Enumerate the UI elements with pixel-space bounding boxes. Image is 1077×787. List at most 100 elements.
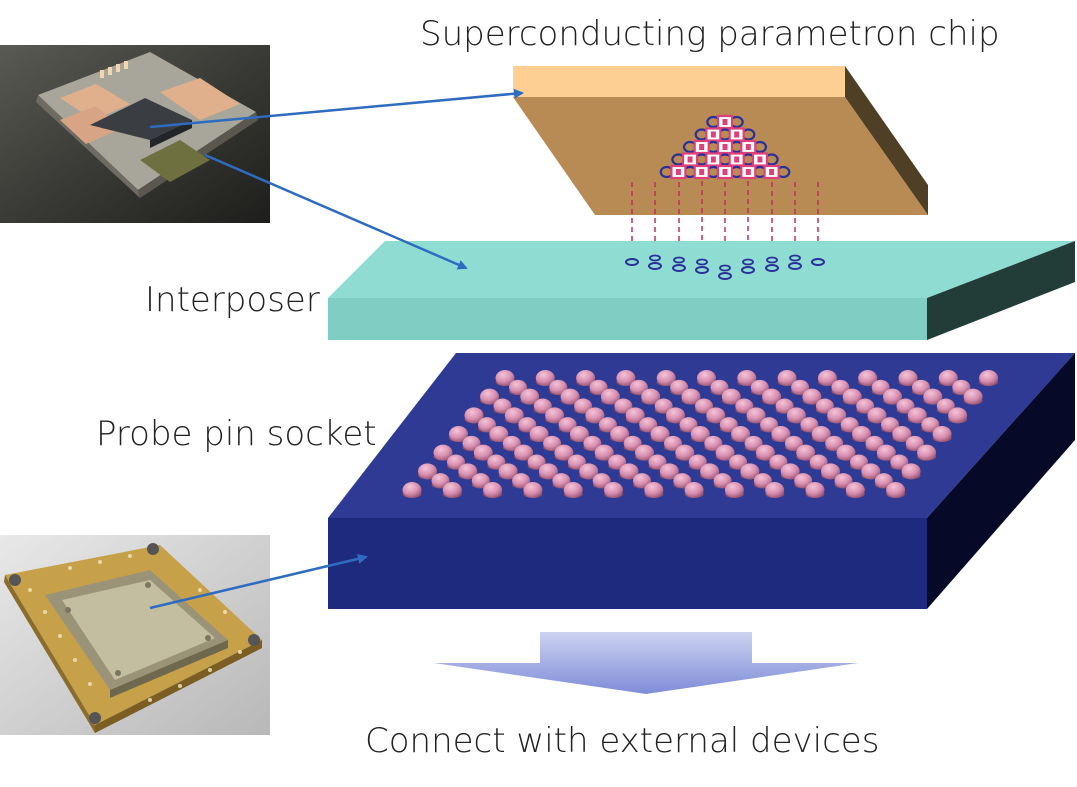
probe-pin bbox=[480, 388, 499, 405]
interposer-pad bbox=[696, 258, 708, 266]
probe-pin bbox=[719, 417, 738, 433]
probe-pin bbox=[700, 463, 720, 480]
parametron-cell-core bbox=[699, 144, 705, 150]
interposer-pad bbox=[673, 256, 685, 264]
probe-pin bbox=[589, 379, 608, 395]
probe-pin bbox=[489, 426, 509, 442]
arrow-to-socket bbox=[149, 553, 368, 610]
interposer-pad bbox=[648, 262, 662, 270]
probe-pin bbox=[535, 370, 555, 386]
parametron-cell-core bbox=[710, 156, 716, 163]
probe-pin bbox=[447, 454, 465, 470]
probe-pin bbox=[695, 398, 713, 414]
parametron-cell-core bbox=[745, 169, 751, 175]
probe-pin bbox=[569, 426, 589, 442]
arrow-to-chip bbox=[149, 88, 524, 129]
probe-pin bbox=[923, 388, 943, 405]
parametron-cell-core bbox=[734, 156, 740, 163]
probe-pin bbox=[560, 388, 580, 405]
probe-pin bbox=[471, 473, 490, 489]
probe-pin bbox=[656, 370, 676, 386]
probe-pin bbox=[836, 444, 856, 461]
probe-pin bbox=[710, 379, 729, 395]
probe-pin bbox=[713, 473, 732, 489]
probe-pin bbox=[538, 463, 558, 480]
probe-pin bbox=[512, 473, 531, 489]
probe-pin bbox=[574, 398, 593, 414]
probe-pin bbox=[558, 417, 577, 433]
probe-pin bbox=[867, 407, 887, 424]
probe-pin bbox=[917, 444, 937, 461]
probe-pin bbox=[811, 426, 831, 442]
parametron-cell-core bbox=[687, 156, 693, 163]
probe-pin bbox=[462, 435, 481, 451]
probe-pin bbox=[644, 482, 664, 498]
probe-pin bbox=[529, 426, 549, 442]
probe-pin bbox=[791, 379, 810, 395]
interposer-label: Interposer bbox=[145, 280, 320, 320]
parametron-array bbox=[659, 114, 791, 180]
probe-pin bbox=[690, 426, 710, 442]
probe-pin bbox=[625, 407, 645, 424]
probe-pin bbox=[744, 435, 763, 451]
probe-pin bbox=[805, 482, 825, 498]
probe-pin bbox=[648, 454, 667, 470]
chip-block-side bbox=[845, 66, 928, 215]
probe-pin bbox=[464, 407, 484, 424]
probe-pin bbox=[493, 398, 512, 414]
interposer-slab bbox=[328, 241, 1075, 340]
probe-pin bbox=[898, 370, 918, 386]
probe-pin bbox=[610, 426, 630, 442]
probe-pin bbox=[948, 407, 968, 424]
probe-pin bbox=[729, 454, 748, 470]
probe-pin bbox=[594, 444, 614, 461]
socket-label: Probe pin socket bbox=[96, 414, 377, 454]
probe-pin bbox=[825, 435, 844, 451]
probe-pin bbox=[608, 454, 627, 470]
probe-pin bbox=[527, 454, 546, 470]
interposer-pad bbox=[811, 258, 825, 266]
interposer-pads bbox=[625, 254, 825, 280]
probe-pin bbox=[502, 435, 521, 451]
probe-pin bbox=[418, 463, 437, 480]
interposer-pad bbox=[719, 264, 731, 272]
probe-pin bbox=[473, 444, 493, 461]
interposer-pad bbox=[741, 266, 755, 274]
probe-pin bbox=[679, 417, 698, 433]
probe-pin bbox=[639, 417, 658, 433]
probe-pin bbox=[495, 370, 515, 386]
probe-pin bbox=[952, 379, 971, 395]
probe-pin bbox=[831, 379, 850, 395]
probe-pin bbox=[523, 482, 543, 498]
probe-pin bbox=[518, 417, 537, 433]
probe-pin bbox=[659, 463, 679, 480]
probe-pin bbox=[938, 370, 958, 386]
probe-pin bbox=[852, 426, 871, 442]
probe-pin bbox=[912, 379, 930, 395]
probe-pin bbox=[449, 426, 468, 442]
probe-pin bbox=[583, 435, 602, 451]
down-arrow bbox=[434, 632, 858, 694]
probe-pin bbox=[552, 473, 571, 489]
probe-pin bbox=[442, 482, 462, 498]
parametron-cell-core bbox=[769, 169, 775, 175]
probe-pin bbox=[802, 388, 822, 405]
probe-pin bbox=[794, 473, 813, 489]
probe-pin bbox=[750, 379, 769, 395]
probe-pin bbox=[760, 417, 779, 433]
probe-pin bbox=[777, 370, 797, 386]
probe-pin bbox=[735, 398, 754, 414]
probe-pin bbox=[771, 426, 791, 442]
parametron-cell-core bbox=[734, 131, 740, 138]
probe-pin bbox=[780, 463, 800, 480]
chip-block-top bbox=[513, 66, 845, 97]
interposer-pad bbox=[625, 258, 639, 266]
probe-pin bbox=[765, 482, 785, 498]
probe-pin bbox=[817, 370, 837, 386]
probe-pin bbox=[478, 417, 496, 433]
probe-pin bbox=[431, 473, 450, 489]
probe-pin bbox=[876, 444, 896, 461]
probe-pin bbox=[458, 463, 478, 480]
interposer-front bbox=[328, 298, 927, 340]
